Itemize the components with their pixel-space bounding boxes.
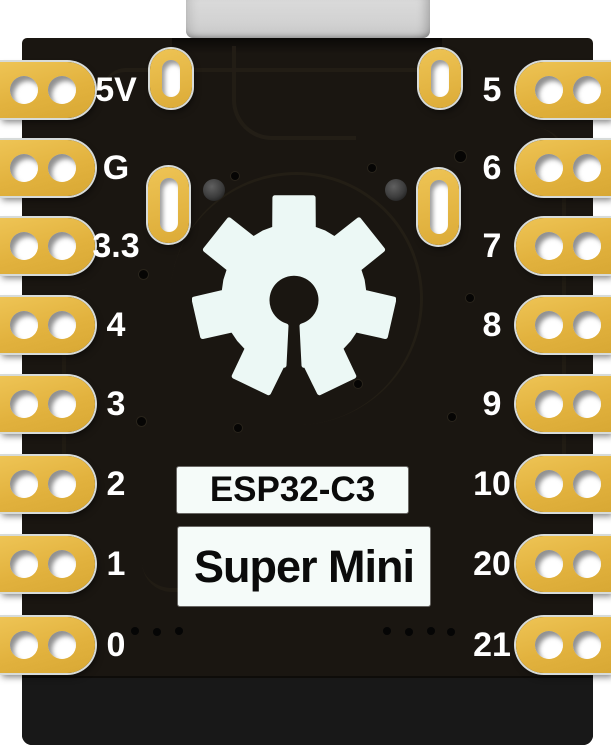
pin-hole xyxy=(10,76,38,104)
pin-label-2: 2 xyxy=(106,465,126,503)
pin-label-21: 21 xyxy=(473,626,511,664)
pin-label-1: 1 xyxy=(106,545,126,583)
pin-hole xyxy=(48,470,76,498)
via-dot xyxy=(427,627,435,635)
pin-hole xyxy=(573,232,601,260)
oval-pad xyxy=(150,49,192,108)
pin-hole xyxy=(48,390,76,418)
pin-hole xyxy=(535,390,563,418)
oval-pad xyxy=(148,167,189,243)
via xyxy=(466,294,474,302)
pin-hole xyxy=(48,232,76,260)
pin-label-3v3: 3.3 xyxy=(92,227,140,265)
pin-hole xyxy=(573,390,601,418)
pin-label-5: 5 xyxy=(482,71,502,109)
pin-pad-21 xyxy=(516,610,611,680)
pin-hole xyxy=(535,154,563,182)
oval-pad xyxy=(419,49,461,108)
oval-pad-hole xyxy=(162,60,180,97)
pin-hole xyxy=(10,154,38,182)
pcb-trace xyxy=(102,68,442,142)
pcb-board xyxy=(22,38,593,745)
pin-pad-8 xyxy=(516,290,611,360)
via xyxy=(139,270,148,279)
via xyxy=(137,417,146,426)
pin-hole xyxy=(48,550,76,578)
via-dot xyxy=(175,627,183,635)
open-source-hardware-gear-icon xyxy=(192,195,396,396)
pin-hole xyxy=(48,76,76,104)
via-dot xyxy=(383,627,391,635)
pin-label-20: 20 xyxy=(473,545,511,583)
pin-pad-6 xyxy=(516,133,611,203)
pin-label-9: 9 xyxy=(482,385,502,423)
via-dot xyxy=(131,627,139,635)
pin-pad-9 xyxy=(516,369,611,439)
pcb-trace xyxy=(170,172,423,425)
round-component xyxy=(385,179,407,201)
pin-hole xyxy=(535,311,563,339)
chip-name-label: ESP32-C3 xyxy=(177,467,408,513)
pin-label-g: G xyxy=(102,149,130,187)
round-component xyxy=(203,179,225,201)
pin-pad-5 xyxy=(516,55,611,125)
pin-hole xyxy=(10,631,38,659)
pin-hole xyxy=(573,470,601,498)
oval-pad-hole xyxy=(429,180,448,234)
pin-pad-1 xyxy=(0,529,95,599)
pin-label-0: 0 xyxy=(106,626,126,664)
pin-hole xyxy=(10,311,38,339)
via-dot xyxy=(447,628,455,636)
board-name-label: Super Mini xyxy=(178,527,430,606)
oval-pad xyxy=(418,169,459,245)
pin-label-4: 4 xyxy=(106,306,126,344)
pin-hole xyxy=(535,76,563,104)
pin-pad-3v3 xyxy=(0,211,95,281)
pin-hole xyxy=(10,550,38,578)
pin-hole xyxy=(10,232,38,260)
pin-pad-10 xyxy=(516,449,611,519)
pin-hole xyxy=(535,550,563,578)
pin-label-10: 10 xyxy=(473,465,511,503)
pin-label-5v: 5V xyxy=(95,71,137,109)
via-dot xyxy=(153,628,161,636)
usb-connector xyxy=(186,0,430,38)
pin-label-3: 3 xyxy=(106,385,126,423)
pin-hole xyxy=(10,470,38,498)
pin-hole xyxy=(535,631,563,659)
oval-pad-hole xyxy=(159,178,178,232)
pin-hole xyxy=(10,390,38,418)
pin-pad-5v xyxy=(0,55,95,125)
pin-pad-3 xyxy=(0,369,95,439)
pin-hole xyxy=(573,76,601,104)
pin-hole xyxy=(48,311,76,339)
pin-hole xyxy=(573,550,601,578)
pin-hole xyxy=(48,631,76,659)
via-dot xyxy=(405,628,413,636)
pin-hole xyxy=(573,311,601,339)
pin-hole xyxy=(573,631,601,659)
via xyxy=(455,151,466,162)
pin-label-8: 8 xyxy=(482,306,502,344)
oval-pad-hole xyxy=(431,60,449,97)
via xyxy=(354,380,362,388)
via xyxy=(234,424,242,432)
pin-label-7: 7 xyxy=(482,227,502,265)
pcb-trace xyxy=(232,46,356,140)
pin-hole xyxy=(573,154,601,182)
pin-pad-0 xyxy=(0,610,95,680)
via xyxy=(448,413,456,421)
pcb-bottom-section xyxy=(22,678,593,745)
pin-pad-g xyxy=(0,133,95,203)
pin-pad-7 xyxy=(516,211,611,281)
via xyxy=(231,172,239,180)
via xyxy=(368,164,376,172)
pin-pad-4 xyxy=(0,290,95,360)
pin-pad-2 xyxy=(0,449,95,519)
pin-pad-20 xyxy=(516,529,611,599)
pin-label-6: 6 xyxy=(482,149,502,187)
pin-hole xyxy=(48,154,76,182)
pin-hole xyxy=(535,470,563,498)
pin-hole xyxy=(535,232,563,260)
